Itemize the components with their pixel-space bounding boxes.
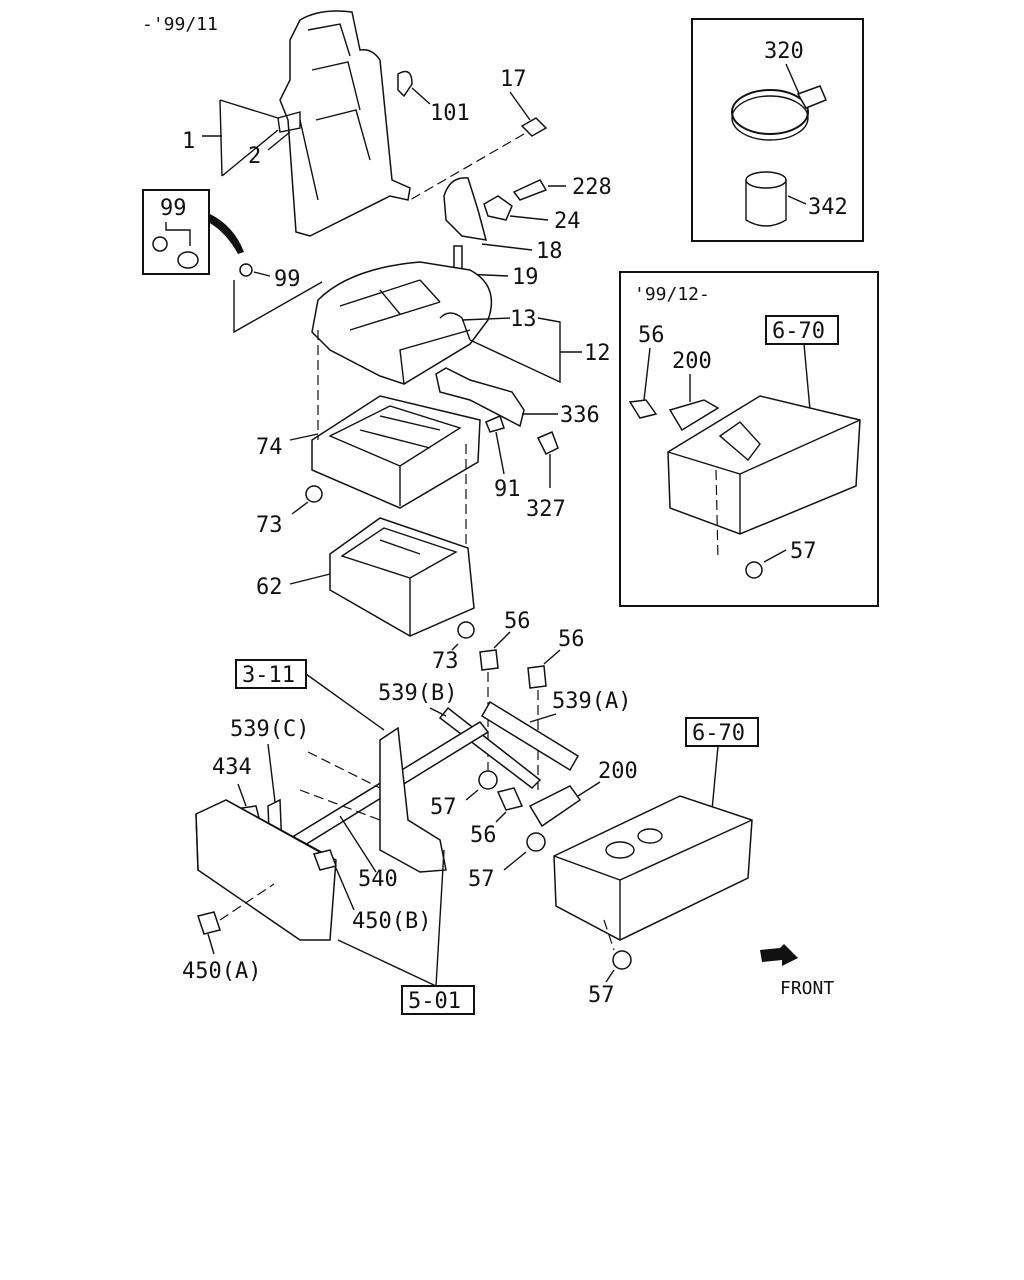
side-frame-5-01 <box>195 799 337 941</box>
seat-back <box>277 10 411 237</box>
label-327: 327 <box>526 497 566 522</box>
label-57-mid: 57 <box>468 867 495 892</box>
label-73-lower: 73 <box>432 649 459 674</box>
bolt-56-left <box>479 649 499 671</box>
bolt-56-center <box>496 787 524 811</box>
label-434: 434 <box>212 755 252 780</box>
crossmember-539 <box>438 700 580 789</box>
label-56-right: 56 <box>558 627 585 652</box>
label-18: 18 <box>536 239 563 264</box>
inset-box-99 <box>142 189 210 275</box>
inset-label-200: 200 <box>672 349 712 374</box>
label-1: 1 <box>182 129 195 154</box>
label-57-upper: 57 <box>430 795 457 820</box>
nut-57-lower <box>612 950 632 970</box>
bolt-56-right <box>527 665 547 689</box>
ref-3-11: 3-11 <box>242 663 295 688</box>
ref-box-5-01 <box>401 985 475 1015</box>
inset-box-clamp <box>691 18 864 242</box>
nut-57-upper <box>478 770 498 790</box>
label-540: 540 <box>358 867 398 892</box>
label-200: 200 <box>598 759 638 784</box>
label-342: 342 <box>808 195 848 220</box>
label-17: 17 <box>500 67 527 92</box>
inset-frame-member <box>667 395 861 535</box>
label-57-lower: 57 <box>588 983 615 1008</box>
label-12: 12 <box>584 341 611 366</box>
label-539c: 539(C) <box>230 717 309 742</box>
label-91: 91 <box>494 477 521 502</box>
inset-bracket-200 <box>668 399 720 432</box>
seat-cushion <box>311 261 493 385</box>
inset-ref-box-6-70 <box>765 315 839 345</box>
frame-member-6-70 <box>553 795 753 941</box>
label-19: 19 <box>512 265 539 290</box>
label-56-left: 56 <box>504 609 531 634</box>
nut-73-lower <box>457 621 475 639</box>
arrow-icon <box>760 944 798 966</box>
bracket-18 <box>443 177 488 241</box>
inset-bolt-56 <box>628 399 658 419</box>
seat-riser-62 <box>329 517 475 637</box>
ref-6-70: 6-70 <box>692 721 745 746</box>
clip-101 <box>397 70 413 98</box>
label-450a: 450(A) <box>182 959 261 984</box>
hose-clamp-320 <box>731 85 827 141</box>
inset-box-99-12 <box>619 271 879 607</box>
nut-99 <box>239 263 253 277</box>
bolt-91 <box>485 414 505 433</box>
bracket-24 <box>483 195 513 221</box>
bolt-228 <box>512 179 566 201</box>
label-99: 99 <box>274 267 301 292</box>
bolt-450a <box>197 911 221 935</box>
inset-date-label: '99/12- <box>634 284 710 305</box>
pointer-arrow <box>208 214 244 254</box>
bolt-450b <box>313 849 337 871</box>
bolt-17 <box>509 91 548 137</box>
ref-5-01: 5-01 <box>408 989 461 1014</box>
label-101: 101 <box>430 101 470 126</box>
label-13: 13 <box>510 307 537 332</box>
inset-nut-57 <box>745 561 763 579</box>
label-539b: 539(B) <box>378 681 457 706</box>
label-62: 62 <box>256 575 283 600</box>
bracket-200 <box>528 785 582 828</box>
label-336: 336 <box>560 403 600 428</box>
slide-rail-74 <box>311 395 481 509</box>
inset-label-56: 56 <box>638 323 665 348</box>
label-320: 320 <box>764 39 804 64</box>
nut-57-mid <box>526 832 546 852</box>
label-56-center: 56 <box>470 823 497 848</box>
label-228: 228 <box>572 175 612 200</box>
date-range-label: -'99/11 <box>142 14 218 35</box>
label-450b: 450(B) <box>352 909 431 934</box>
inset-ref-6-70: 6-70 <box>772 319 825 344</box>
label-74: 74 <box>256 435 283 460</box>
label-2: 2 <box>248 144 261 169</box>
nut-73-upper <box>305 485 323 503</box>
bolt-327 <box>536 431 559 456</box>
label-539a: 539(A) <box>552 689 631 714</box>
label-24: 24 <box>554 209 581 234</box>
ref-box-6-70 <box>685 717 759 747</box>
sleeve-342 <box>745 171 787 227</box>
inset-label-99: 99 <box>160 196 187 221</box>
inset-label-57: 57 <box>790 539 817 564</box>
label-73-upper: 73 <box>256 513 283 538</box>
front-label: FRONT <box>780 978 834 999</box>
bracket-336 <box>435 367 525 428</box>
